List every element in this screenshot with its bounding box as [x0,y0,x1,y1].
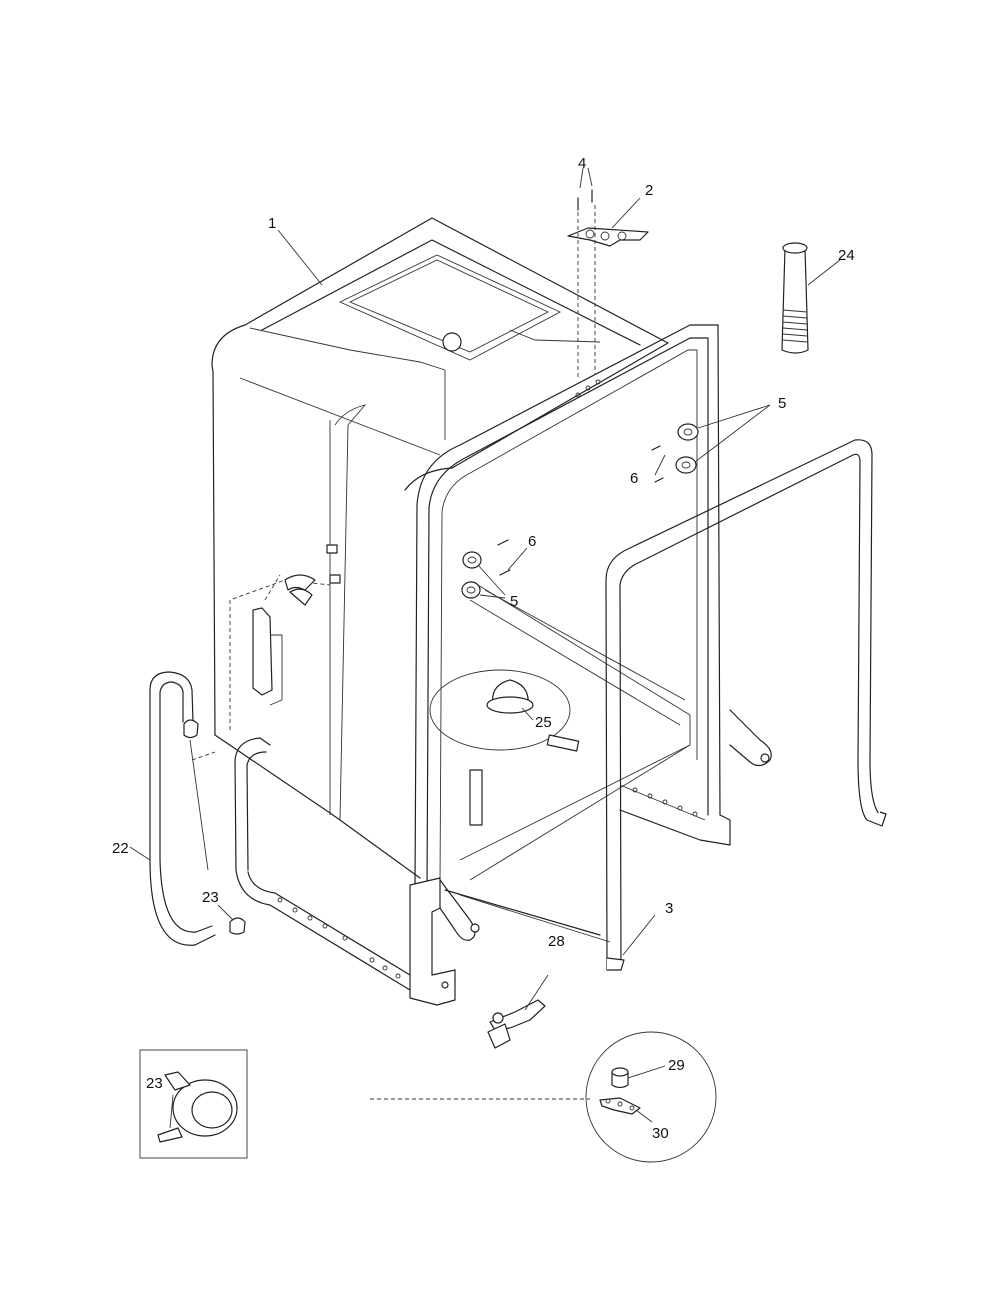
callout-labels: 1 2 3 4 5 5 6 6 22 23 23 24 25 28 29 30 [112,155,855,1142]
inset-clamp-detail [139,1049,248,1159]
callout-5-upper: 5 [778,395,786,412]
rollers-middle [461,539,528,599]
part-23-clamp [183,719,246,935]
callout-4: 4 [578,155,586,172]
callout-23: 23 [202,889,219,906]
callout-6-middle: 6 [528,533,536,550]
callout-5-middle: 5 [510,593,518,610]
callout-25: 25 [535,714,552,731]
part-28-bracket [487,974,549,1049]
tub [211,217,669,879]
callout-24: 24 [838,247,855,264]
callout-29: 29 [668,1057,685,1074]
callout-30: 30 [652,1125,669,1142]
part-3-gasket [605,439,887,971]
rollers-upper [651,404,771,483]
inset-detail-circle [370,1031,717,1163]
callout-2: 2 [645,182,653,199]
part-22-hose [129,671,216,946]
callout-23-inset: 23 [146,1075,163,1092]
callout-3: 3 [665,900,673,917]
callout-28: 28 [548,933,565,950]
callout-1: 1 [268,215,276,232]
callout-22: 22 [112,840,129,857]
base-frame [234,737,411,991]
leader-lines [277,229,534,721]
side-bracket [229,574,331,730]
front-frame [409,324,772,1006]
part-24-leg [781,242,841,354]
callout-6-upper: 6 [630,470,638,487]
part-2-bracket [567,167,649,380]
